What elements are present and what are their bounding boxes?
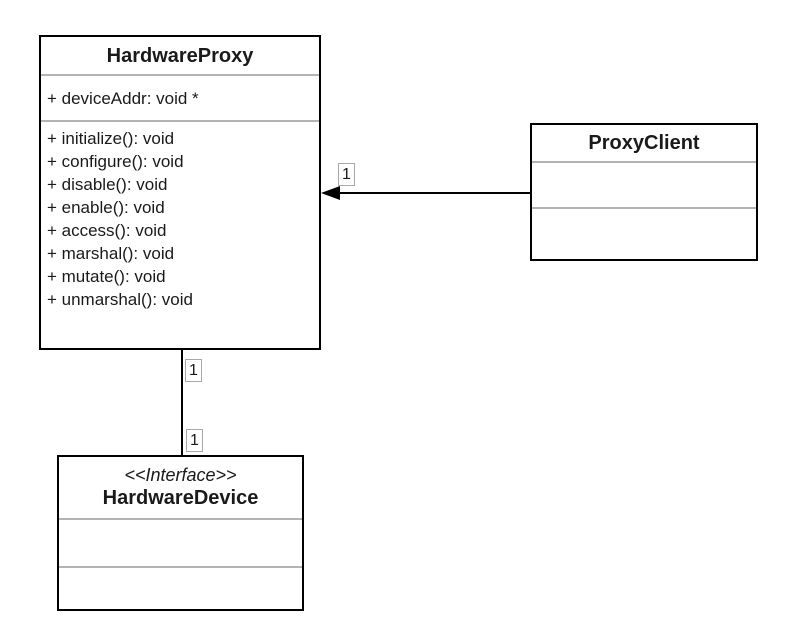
method-item: + mutate(): void [47, 267, 166, 286]
method-item: + access(): void [47, 221, 167, 240]
class-box-proxy-client[interactable]: ProxyClient [530, 123, 758, 261]
association-proxy-to-device[interactable] [181, 350, 183, 455]
methods-compartment-empty [59, 568, 302, 609]
class-box-hardware-device[interactable]: <<Interface>> HardwareDevice [57, 455, 304, 611]
class-name-hardware-proxy: HardwareProxy [41, 37, 319, 76]
method-item: + marshal(): void [47, 244, 175, 263]
attributes-compartment-empty [59, 520, 302, 568]
method-item: + unmarshal(): void [47, 290, 193, 309]
methods-compartment-empty [532, 209, 756, 259]
attributes-compartment-empty [532, 163, 756, 209]
stereotype-label: <<Interface>> [124, 465, 237, 485]
method-item: + enable(): void [47, 198, 165, 217]
class-name-proxy-client: ProxyClient [532, 125, 756, 163]
attributes-compartment: + deviceAddr: void * [41, 76, 319, 122]
arrowhead-icon [321, 186, 340, 200]
method-item: + configure(): void [47, 152, 184, 171]
class-name-hardware-device: HardwareDevice [102, 487, 259, 509]
class-box-hardware-proxy[interactable]: HardwareProxy + deviceAddr: void * + ini… [39, 35, 321, 350]
multiplicity-label-device-end[interactable]: 1 [186, 429, 203, 452]
method-item: + disable(): void [47, 175, 168, 194]
method-item: + initialize(): void [47, 129, 175, 148]
multiplicity-label-proxy-source-end[interactable]: 1 [185, 359, 202, 382]
attribute-item: + deviceAddr: void * [47, 88, 199, 108]
class-header-hardware-device: <<Interface>> HardwareDevice [59, 457, 302, 520]
association-client-to-proxy[interactable] [330, 192, 530, 194]
methods-compartment: + initialize(): void + configure(): void +… [41, 122, 319, 348]
multiplicity-label-proxy-end[interactable]: 1 [338, 163, 355, 186]
